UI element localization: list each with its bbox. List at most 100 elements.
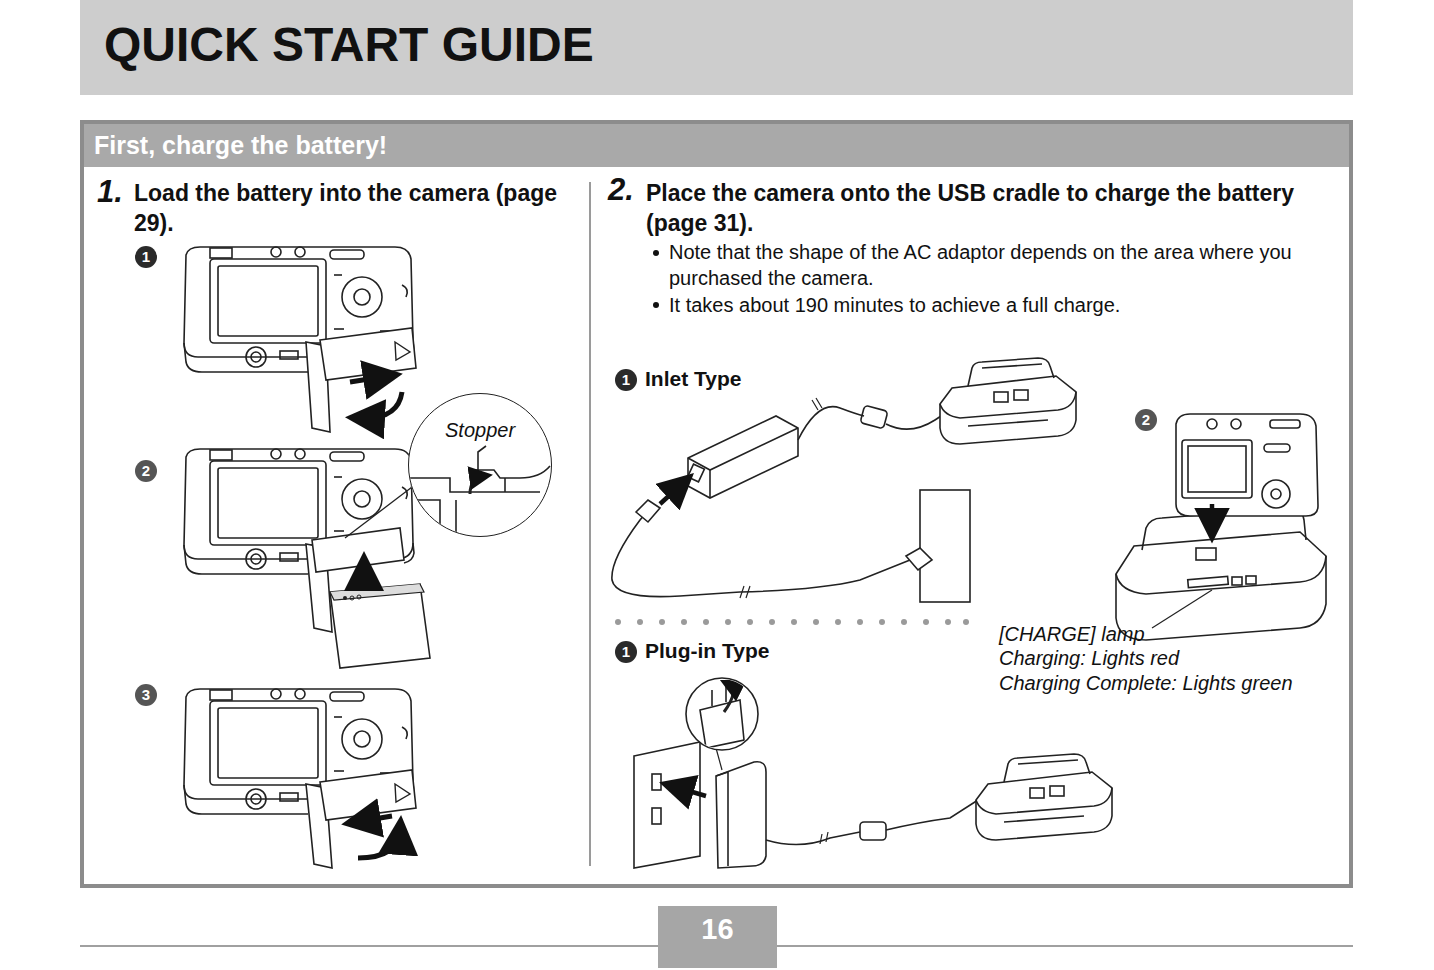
illustration-part [615,619,621,625]
variant-label: Plug-in Type [645,638,769,664]
illustration-part [659,619,665,625]
illustration-part [709,470,711,498]
illustration-part [395,784,410,802]
callout-number: 2 [1135,409,1157,431]
illustration-part [395,342,410,360]
callout-number: 1 [615,369,637,391]
illustration-part [860,405,888,429]
camera-step-2 [184,449,430,668]
illustration-part [879,619,885,625]
illustration-part [712,686,726,706]
illustration-part [1207,419,1217,429]
illustration-part [1210,504,1215,530]
illustration-part [857,619,863,625]
illustration-part [320,328,416,380]
stopper-zoom [404,393,552,540]
inlet-adaptor [612,358,1076,602]
illustration-part [688,464,705,482]
illustration-part [1246,576,1256,584]
illustration-part [653,250,659,256]
illustration-part [320,770,416,820]
illustration-part [404,500,440,540]
illustration-part [312,528,404,572]
illustration-part [330,584,430,668]
illustration-part [1232,577,1242,585]
camera-step-1 [184,247,416,432]
illustration-part [901,619,907,625]
camera-step-3 [184,689,416,868]
illustration-part [813,619,819,625]
illustration-part [747,619,753,625]
illustration-part [820,832,828,844]
bullet-note: Note that the shape of the AC adaptor de… [669,239,1349,291]
illustration-part [703,619,709,625]
illustration-part [504,478,506,492]
callout-number: 3 [135,684,157,706]
illustration-part [700,700,744,748]
section-heading: First, charge the battery! [84,124,1349,167]
step-heading: Place the camera onto the USB cradle to … [646,178,1306,238]
illustration-part [798,407,864,440]
page-number-box: 16 [658,906,777,968]
plugin-adaptor [634,678,1112,868]
illustration-part [356,816,392,822]
illustration-part [1264,444,1290,452]
illustration-part [1176,414,1318,516]
illustration-part [920,490,970,602]
illustration-part [636,500,660,522]
bullet-dots [653,250,659,308]
illustration-part [1231,419,1241,429]
illustration-part [634,742,700,868]
illustration-part [945,619,951,625]
page-title: QUICK START GUIDE [104,16,594,74]
part-name: Stopper [445,418,515,442]
illustration-part [1116,532,1326,640]
illustration-part [740,586,750,598]
lamp-note: [CHARGE] lamp [999,622,1145,646]
illustration-part [716,772,728,866]
illustration-part [835,619,841,625]
illustration-part [652,808,661,824]
illustration-part [725,619,731,625]
illustration-part [612,506,910,597]
title-band: QUICK START GUIDE [80,0,1353,95]
callout-number: 1 [135,246,157,268]
illustration-part [470,476,484,494]
page-number: 16 [658,910,777,948]
illustration-part [408,393,552,537]
callout-number: 2 [135,460,157,482]
illustration-part [976,754,1112,840]
illustration-part [652,774,661,790]
illustration-part [766,832,860,845]
step-number: 1. [97,175,123,209]
illustration-part [724,684,733,712]
illustration-part [362,566,367,586]
column-divider [589,182,591,866]
illustration-part [1188,446,1246,492]
illustration-part [360,392,402,418]
illustration-part [350,596,354,600]
illustration-part [1262,480,1290,508]
bullet-note: It takes about 190 minutes to achieve a … [669,292,1349,318]
illustration-part [1116,556,1326,594]
illustration-part [1188,576,1229,587]
illustration-part [963,619,969,625]
illustration-part [886,800,978,830]
lamp-note: Charging: Lights red [999,646,1179,670]
illustration-part [350,376,388,382]
illustration-part [686,678,758,750]
step-heading: Load the battery into the camera (page 2… [134,178,564,238]
illustration-part [637,619,643,625]
illustration-part [906,548,932,570]
illustration-part [791,619,797,625]
dotted-separator [615,619,969,625]
illustration-part [653,302,659,308]
illustration-part [769,619,775,625]
illustration-part [681,619,687,625]
illustration-part [660,482,684,504]
illustration-part [358,830,400,858]
illustration-part [1270,420,1300,428]
illustration-part [672,786,706,796]
